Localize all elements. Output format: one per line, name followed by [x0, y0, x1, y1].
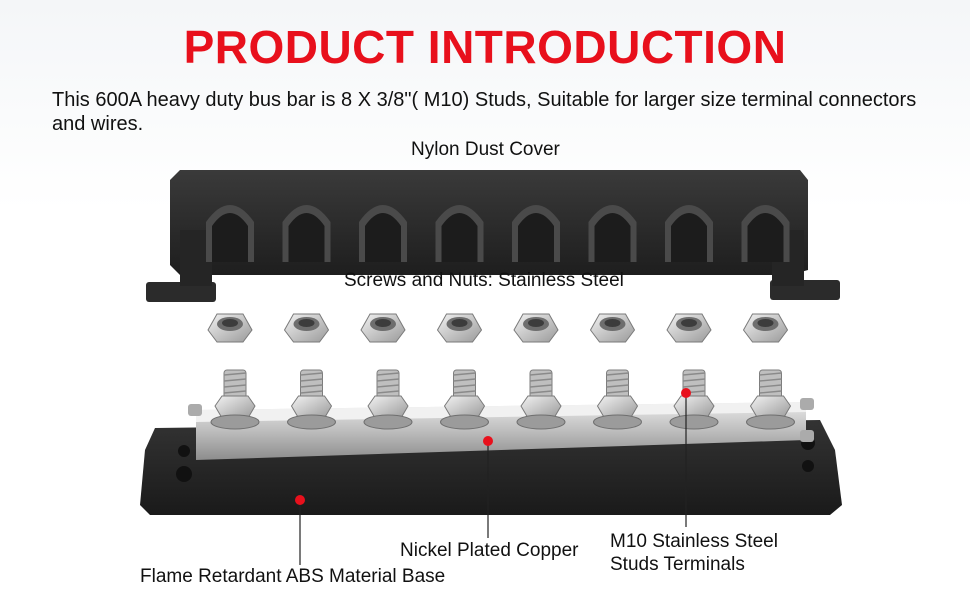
cover-slot-inner — [747, 213, 784, 262]
label-nickel-copper: Nickel Plated Copper — [400, 540, 579, 561]
cover-slot-inner — [365, 213, 401, 262]
label-abs-base: Flame Retardant ABS Material Base — [140, 566, 446, 587]
abs-base-marker — [295, 495, 305, 505]
hex-nut — [589, 313, 636, 343]
hex-nut — [513, 313, 559, 343]
nuts-row — [207, 313, 789, 343]
stud-terminal — [669, 369, 719, 430]
cover-slot-inner — [671, 213, 707, 262]
hex-nut — [283, 313, 330, 343]
stud-terminal — [746, 369, 795, 430]
stud-terminal — [593, 369, 642, 430]
hex-nut — [207, 313, 253, 343]
stud-terminal — [516, 369, 566, 430]
callouts — [295, 388, 691, 565]
stud-terminal — [363, 369, 413, 430]
label-screws-nuts: Screws and Nuts: Stainless Steel — [344, 270, 624, 291]
hex-nut — [360, 313, 406, 343]
dust-cover — [146, 170, 840, 302]
label-dust-cover: Nylon Dust Cover — [411, 139, 560, 160]
intro-description: This 600A heavy duty bus bar is 8 X 3/8"… — [52, 89, 917, 135]
stud-terminal — [210, 369, 260, 430]
page-title: PRODUCT INTRODUCTION — [183, 21, 787, 73]
hex-nut — [742, 313, 789, 343]
label-m10-line1: M10 Stainless Steel — [610, 531, 778, 552]
stud-terminal — [440, 369, 489, 430]
cover-slot-inner — [594, 213, 631, 262]
stud-terminal — [287, 369, 336, 430]
label-m10-line2: Studs Terminals — [610, 554, 745, 575]
hex-nut — [666, 313, 712, 343]
cover-slot-inner — [441, 213, 478, 262]
cover-slot-inner — [212, 213, 248, 262]
cover-slot-inner — [288, 213, 325, 262]
cover-slot-inner — [518, 213, 554, 262]
hex-nut — [436, 313, 483, 343]
nickel-plated-bar — [188, 398, 814, 460]
label-m10-studs: M10 Stainless Steel Studs Terminals — [610, 530, 778, 576]
copper-marker — [483, 436, 493, 446]
stud-marker — [681, 388, 691, 398]
